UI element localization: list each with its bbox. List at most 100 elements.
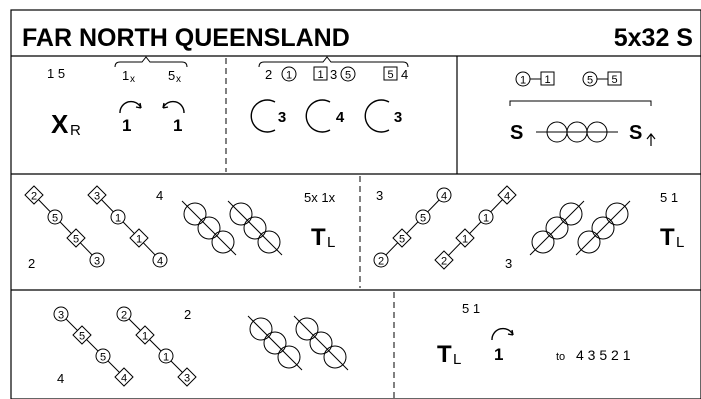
bar1-a-mid: 1 (122, 68, 129, 83)
figure-symbol-sub: L (676, 234, 684, 251)
reel-circle (249, 317, 273, 341)
reel-circle (605, 202, 629, 226)
bar2-right: 3 4 5 5 2 4 1 1 2 3 5 1 T L (373, 185, 684, 271)
reel-line (529, 200, 585, 256)
bar1-a-right-sub: x (176, 74, 181, 85)
dancer-circle-label: 1 (520, 75, 526, 87)
turn-count-a: 1 (122, 116, 131, 135)
reel-circle (211, 230, 235, 254)
bar1-b-num-2: 2 (265, 67, 272, 82)
dancer-diamond (135, 325, 155, 345)
dancer-diamond-label: 2 (441, 256, 447, 268)
dancer-circle (281, 66, 297, 82)
dancer-square-label: 1 (317, 69, 323, 81)
dancer-diamond (177, 367, 197, 387)
bar3-right: 5 1 T L 1 to 4 3 5 2 1 (437, 301, 631, 368)
dance-title: FAR NORTH QUEENSLAND (22, 24, 350, 52)
bar1-b-num-3: 3 (330, 67, 337, 82)
bar1-section-c: 1 1 5 5 S S (509, 71, 656, 146)
turn-left-arrow-icon (162, 100, 185, 114)
reel-circle (277, 345, 301, 369)
reel-circle (545, 216, 569, 240)
dancer-circle-label: 1 (483, 213, 489, 225)
dancer-circle (158, 348, 174, 364)
dancer-diamond-label: 1 (136, 234, 142, 246)
bar1-a-numbers: 1 5 (47, 66, 65, 81)
dancer-circle (89, 252, 105, 268)
turn-count: 1 (494, 345, 503, 364)
bar2-left: 2 5 5 3 3 1 1 4 4 2 5x 1x T L (24, 185, 336, 271)
dancer-circle (373, 252, 389, 268)
dancer-line (380, 194, 445, 261)
dancer-diamond-label: 5 (79, 331, 85, 343)
bar3-left: 3 5 5 4 2 1 1 3 2 4 (53, 306, 349, 387)
cross-symbol-sub: R (70, 122, 81, 139)
dancer-diamond-label: 5 (399, 234, 405, 246)
dancer-circle (110, 209, 126, 225)
circle-count-2: 4 (336, 109, 345, 126)
dancer-diamond (24, 185, 44, 205)
set-circle (586, 121, 608, 143)
bracket (509, 100, 652, 106)
dancer-circle (47, 209, 63, 225)
dancer-circle-label: 5 (420, 213, 426, 225)
dancer-diamond-label: 4 (504, 191, 510, 203)
dancer-circle-label: 2 (378, 256, 384, 268)
bar2-right-top-number: 3 (376, 188, 383, 203)
figure-symbol-sub: L (453, 351, 461, 368)
arrowhead (135, 102, 142, 109)
bar1-a-mid-sub: x (130, 74, 135, 85)
brace (114, 56, 188, 68)
dancer-circle (415, 209, 431, 225)
dancer-line (33, 194, 98, 261)
reel-circle (243, 216, 267, 240)
bar1-section-b: 2 1 1 3 5 5 4 3 4 3 (250, 56, 409, 133)
figure-symbol-sub: L (327, 234, 335, 251)
dancer-circle-label: 5 (52, 213, 58, 225)
dancer-diamond (66, 228, 86, 248)
bar2-left-bottom-number: 2 (28, 256, 35, 271)
reel-circle (263, 331, 287, 355)
dancer-diamond (129, 228, 149, 248)
partial-circle-icon (250, 99, 276, 133)
dancer-square (540, 71, 555, 86)
dancer-diamond (87, 185, 107, 205)
dancer-circle-label: 4 (157, 256, 163, 268)
turn-right-arrow-icon (491, 327, 514, 341)
circle-count-1: 3 (278, 109, 286, 126)
dancer-circle-label: 3 (94, 256, 100, 268)
bar1-section-a: 1 5 1 x 5 x X R 1 1 (47, 56, 188, 139)
bar3-left-top-number: 2 (184, 307, 191, 322)
reel-circle (183, 202, 207, 226)
dancer-diamond (392, 228, 412, 248)
turn-right-arrow-icon (119, 100, 142, 114)
dancer-diamond (72, 325, 92, 345)
dancer-diamond (434, 250, 454, 270)
bar2-right-counts: 5 1 (660, 190, 678, 205)
bar2-left-top-number: 4 (156, 188, 163, 203)
dancer-square-label: 5 (387, 69, 393, 81)
dancer-circle-label: 1 (286, 70, 292, 82)
figure-symbol: T (311, 224, 326, 251)
turn-count-b: 1 (173, 116, 182, 135)
dancer-circle-label: 2 (121, 310, 127, 322)
dancer-square-label: 5 (611, 74, 617, 86)
reel-circle (531, 230, 555, 254)
reel-circle (559, 202, 583, 226)
set-symbol-left: S (510, 122, 523, 144)
bar3-right-counts: 5 1 (462, 301, 480, 316)
reel-circle (577, 230, 601, 254)
reel-circle (229, 202, 253, 226)
bar3-left-bottom-number: 4 (57, 371, 64, 386)
reel-circle (309, 331, 333, 355)
finishing-order: 4 3 5 2 1 (576, 347, 631, 363)
bar2-right-bottom-number: 3 (505, 256, 512, 271)
figure-symbol: T (437, 341, 452, 368)
circle-count-3: 3 (394, 109, 402, 126)
dancer-circle-label: 1 (163, 352, 169, 364)
dancer-square (383, 66, 398, 81)
dancer-diamond (497, 185, 517, 205)
bar1-a-right: 5 (168, 68, 175, 83)
dancer-circle (95, 348, 111, 364)
dancer-circle-label: 4 (441, 191, 447, 203)
